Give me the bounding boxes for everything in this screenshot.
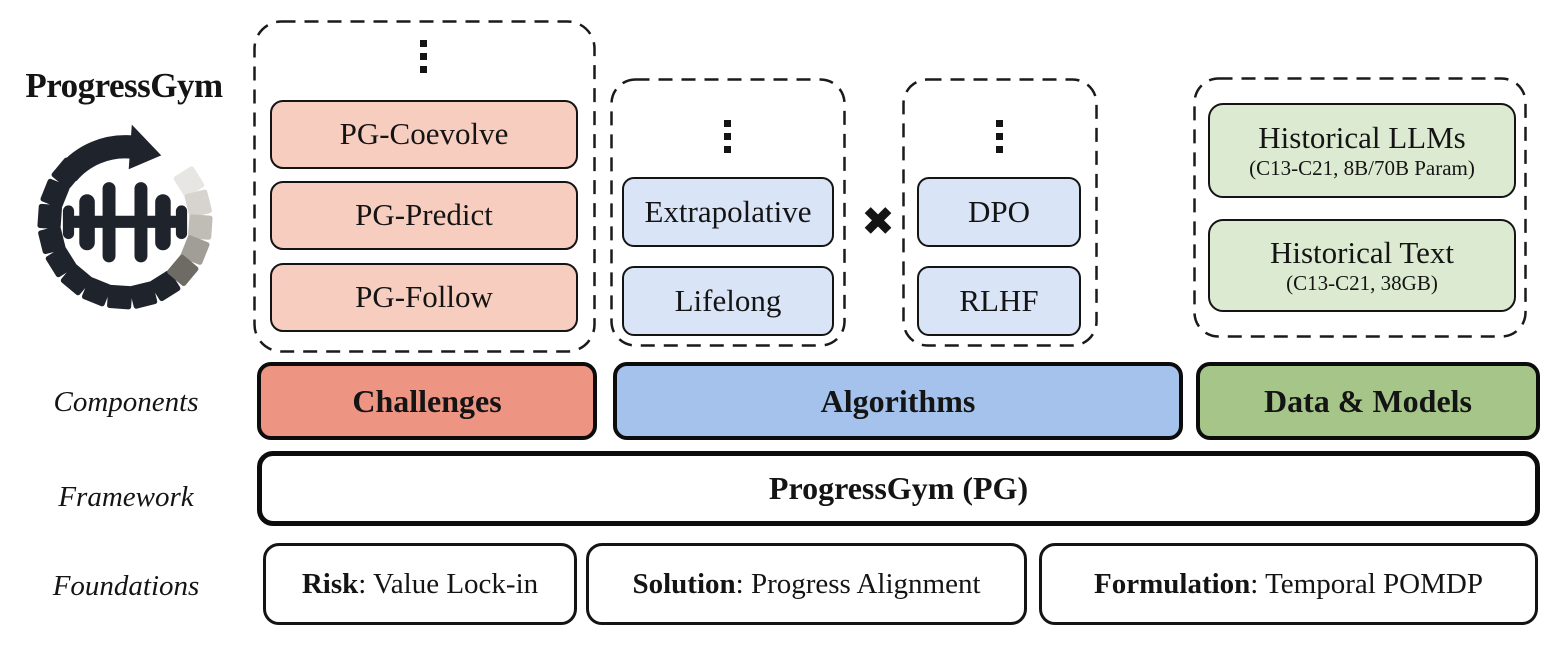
data-chip-subtitle: (C13-C21, 8B/70B Param): [1249, 156, 1475, 180]
component-algorithms: Algorithms: [613, 362, 1183, 440]
framework-box: ProgressGym (PG): [257, 451, 1540, 526]
vertical-ellipsis-icon: [420, 40, 427, 73]
cross-product-icon: ✖: [861, 199, 895, 245]
data-chip-title: Historical LLMs: [1258, 119, 1466, 155]
component-challenges: Challenges: [257, 362, 597, 440]
data-chip-title: Historical Text: [1269, 234, 1455, 270]
algorithm-chip-extrapolative: Extrapolative: [622, 177, 834, 247]
data-chip-subtitle: (C13-C21, 38GB): [1286, 271, 1438, 295]
foundation-risk: Risk: Value Lock-in: [263, 543, 577, 625]
vertical-ellipsis-icon: [724, 120, 731, 153]
foundation-text: : Value Lock-in: [358, 567, 539, 600]
data-chip-historical-llms: Historical LLMs (C13-C21, 8B/70B Param): [1208, 103, 1516, 198]
vertical-ellipsis-icon: [996, 120, 1003, 153]
brand-title: ProgressGym: [25, 66, 223, 105]
progressgym-logo-icon: [37, 124, 213, 310]
challenge-chip-pg-follow: PG-Follow: [270, 263, 578, 332]
foundation-term: Risk: [301, 567, 359, 600]
foundation-text: : Progress Alignment: [735, 567, 981, 600]
optimizer-chip-dpo: DPO: [917, 177, 1081, 247]
foundation-term: Solution: [632, 567, 736, 600]
data-chip-historical-text: Historical Text (C13-C21, 38GB): [1208, 219, 1516, 312]
row-label-foundations: Foundations: [52, 570, 200, 602]
foundation-formulation: Formulation: Temporal POMDP: [1039, 543, 1538, 625]
challenge-chip-pg-predict: PG-Predict: [270, 181, 578, 250]
foundation-term: Formulation: [1094, 567, 1251, 600]
row-label-components: Components: [53, 386, 199, 418]
component-data-models: Data & Models: [1196, 362, 1540, 440]
algorithm-chip-lifelong: Lifelong: [622, 266, 834, 336]
foundation-text: : Temporal POMDP: [1250, 567, 1483, 600]
optimizer-chip-rlhf: RLHF: [917, 266, 1081, 336]
row-label-framework: Framework: [58, 481, 194, 513]
foundation-solution: Solution: Progress Alignment: [586, 543, 1027, 625]
challenge-chip-pg-coevolve: PG-Coevolve: [270, 100, 578, 169]
